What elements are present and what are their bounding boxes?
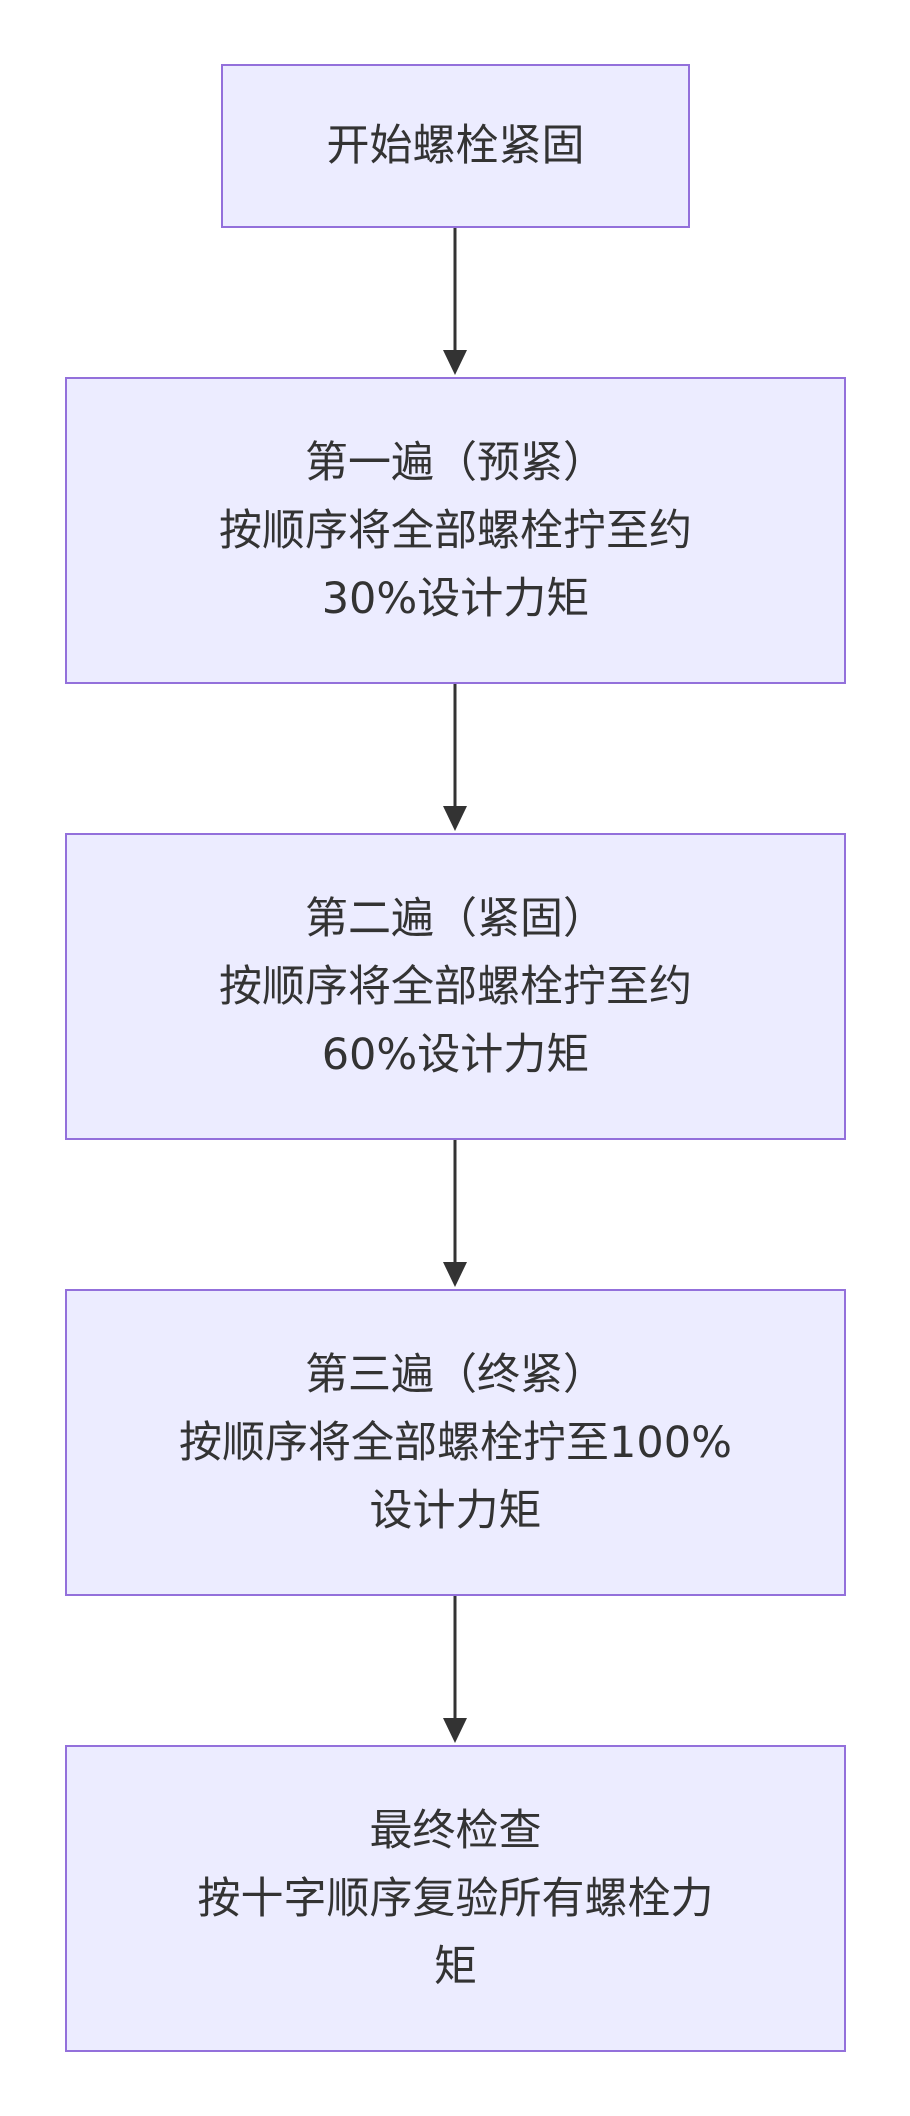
arrowhead-icon [443, 1262, 467, 1287]
node-title: 第一遍（预紧） [305, 437, 606, 488]
arrowhead-icon [443, 806, 467, 831]
edge-pass2-to-pass3 [443, 1140, 467, 1287]
node-text: 按十字顺序复验所有螺栓力 [197, 1873, 714, 1924]
node-text: 按顺序将全部螺栓拧至约 [219, 505, 692, 556]
edge-pass3-to-final [443, 1596, 467, 1743]
node-second-pass-tighten: 第二遍（紧固） 按顺序将全部螺栓拧至约 60%设计力矩 [65, 833, 846, 1140]
node-final-inspection: 最终检查 按十字顺序复验所有螺栓力 矩 [65, 1745, 846, 2052]
arrowhead-icon [443, 1718, 467, 1743]
arrowhead-icon [443, 350, 467, 375]
edge-pass1-to-pass2 [443, 684, 467, 831]
node-text: 60%设计力矩 [321, 1029, 590, 1080]
node-title: 最终检查 [369, 1805, 542, 1856]
node-start-bolt-tightening: 开始螺栓紧固 [221, 64, 690, 228]
node-title: 第二遍（紧固） [305, 893, 606, 944]
node-text: 按顺序将全部螺栓拧至约 [219, 961, 692, 1012]
node-text: 设计力矩 [369, 1485, 542, 1536]
edge-start-to-pass1 [443, 228, 467, 375]
node-first-pass-pretighten: 第一遍（预紧） 按顺序将全部螺栓拧至约 30%设计力矩 [65, 377, 846, 684]
node-label: 开始螺栓紧固 [326, 121, 585, 171]
node-text: 30%设计力矩 [321, 573, 590, 624]
node-title: 第三遍（终紧） [305, 1349, 606, 1400]
node-third-pass-final-tighten: 第三遍（终紧） 按顺序将全部螺栓拧至100% 设计力矩 [65, 1289, 846, 1596]
node-text: 矩 [434, 1941, 477, 1992]
node-text: 按顺序将全部螺栓拧至100% [179, 1417, 732, 1468]
